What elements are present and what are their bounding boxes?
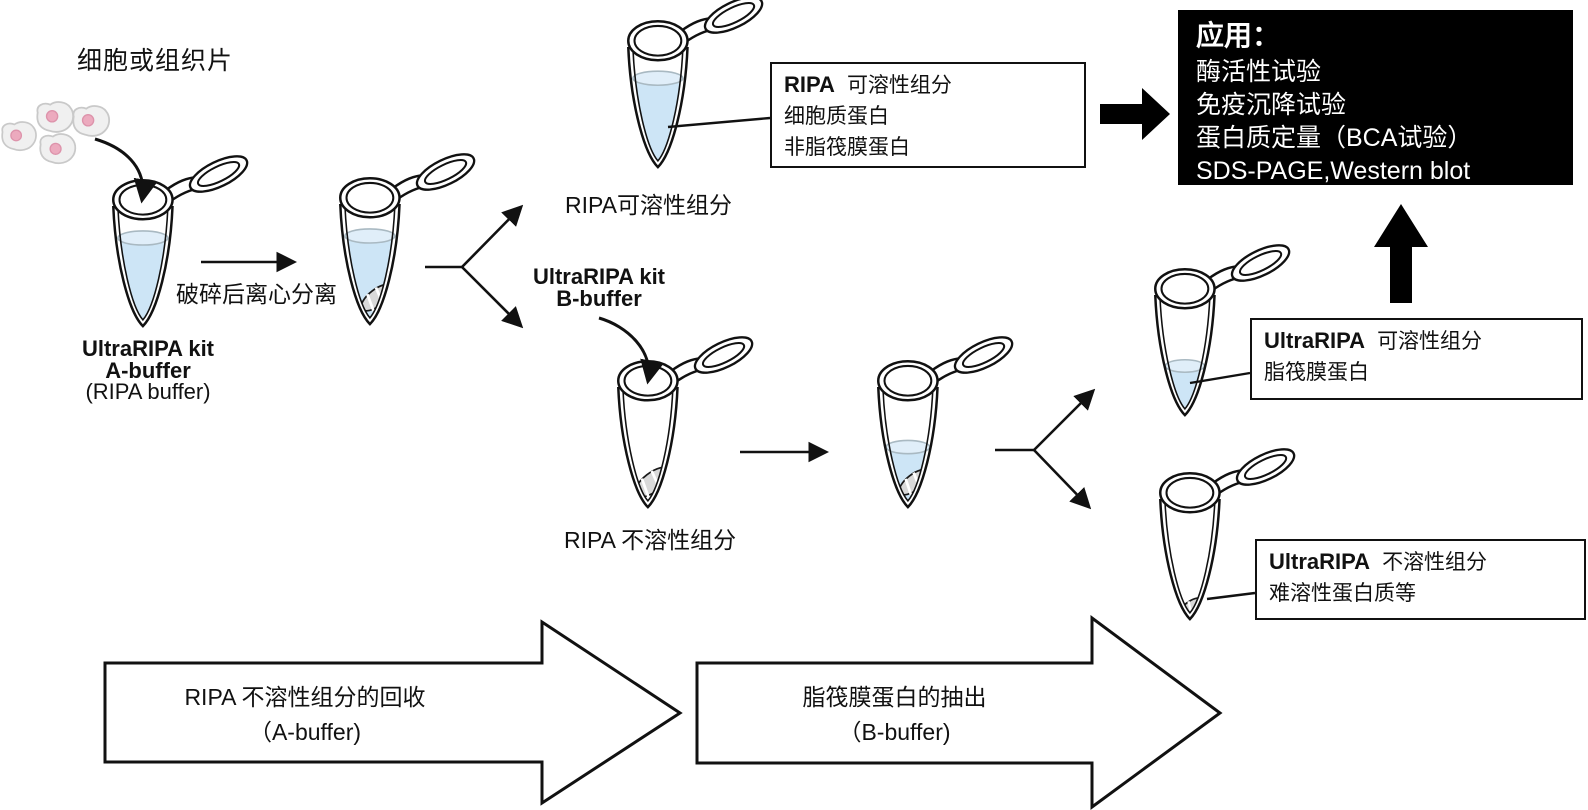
process-a-line1: RIPA 不溶性组分的回收	[184, 684, 426, 710]
callout-uinsol-type: 不溶性组分	[1382, 551, 1488, 574]
process-a-line2: （A-buffer)	[248, 719, 362, 745]
callout-ripa-soluble: RIPA 可溶性组分 细胞质蛋白 非脂筏膜蛋白	[770, 62, 1086, 168]
callout-ripa-type: 可溶性组分	[846, 74, 952, 97]
process-arrow-a-shape	[103, 619, 683, 806]
applications-title: 应用：	[1196, 20, 1281, 51]
callout-uinsol-title: UltraRIPA 不溶性组分	[1269, 546, 1584, 578]
process-b-line1: 脂筏膜蛋白的抽出	[802, 684, 987, 710]
arrow-up-to-applications	[1374, 204, 1428, 303]
applications-panel: 应用： 酶活性试验 免疫沉降试验 蛋白质定量（BCA试验） SDS-PAGE,W…	[1178, 10, 1573, 185]
callout-line-ripa	[667, 116, 771, 129]
kit-a-line1: UltraRIPA kit	[81, 336, 215, 361]
pour-cells-arrow	[94, 137, 158, 204]
callout-line-ultra-insoluble	[1206, 591, 1256, 601]
fork-arrow-1	[425, 204, 524, 329]
application-item: 免疫沉降试验	[1196, 91, 1347, 119]
kit-b-line1: UltraRIPA kit	[532, 264, 666, 289]
callout-ripa-title: RIPA 可溶性组分	[784, 69, 1084, 101]
diagram-title: 细胞或组织片	[77, 47, 234, 75]
tube-after-centrifugation-icon	[339, 145, 481, 326]
cells-icon	[1, 101, 111, 165]
ripa-insoluble-label: RIPA 不溶性组分	[564, 527, 737, 553]
kit-b-label: UltraRIPA kit B-buffer	[509, 266, 689, 310]
arrow-to-applications	[1100, 88, 1170, 140]
fork-arrow-2	[995, 388, 1096, 510]
callout-line-ultra-soluble	[1189, 371, 1251, 385]
application-item: SDS-PAGE,Western blot	[1196, 157, 1471, 185]
callout-uinsol-line1: 难溶性蛋白质等	[1269, 582, 1416, 605]
tube-ripa-soluble-icon	[627, 0, 769, 169]
process-arrow-b-caption: 脂筏膜蛋白的抽出 （B-buffer)	[697, 680, 1092, 750]
application-item: 酶活性试验	[1196, 58, 1322, 86]
tube-ripa-insoluble-icon	[617, 328, 759, 509]
callout-usol-title: UltraRIPA 可溶性组分	[1264, 325, 1581, 357]
kit-a-line2: A-buffer	[105, 357, 191, 383]
process-b-line2: （B-buffer)	[838, 719, 951, 745]
process-arrow-b-shape	[695, 615, 1223, 810]
kit-a-label: UltraRIPA kit A-buffer (RIPA buffer)	[55, 338, 241, 403]
ripa-soluble-label: RIPA可溶性组分	[565, 192, 732, 218]
centrifuge-step-label: 破碎后离心分离	[176, 281, 337, 307]
callout-usol-type: 可溶性组分	[1377, 330, 1483, 353]
callout-ripa-line1: 细胞质蛋白	[784, 105, 889, 128]
pour-b-buffer-arrow	[598, 316, 664, 385]
callout-ultra-insoluble: UltraRIPA 不溶性组分 难溶性蛋白质等	[1255, 539, 1586, 620]
callout-ripa-name: RIPA	[784, 72, 835, 97]
kit-a-line3: (RIPA buffer)	[85, 379, 211, 404]
process-arrow-a-caption: RIPA 不溶性组分的回收 （A-buffer)	[90, 680, 520, 750]
kit-b-line2: B-buffer	[556, 286, 642, 311]
callout-usol-name: UltraRIPA	[1264, 328, 1366, 353]
application-item: 蛋白质定量（BCA试验）	[1196, 124, 1473, 152]
tube-b-buffer-added-icon	[877, 328, 1019, 509]
callout-ultra-soluble: UltraRIPA 可溶性组分 脂筏膜蛋白	[1250, 318, 1583, 400]
callout-uinsol-name: UltraRIPA	[1269, 549, 1371, 574]
callout-ripa-line2: 非脂筏膜蛋白	[784, 136, 910, 159]
callout-usol-line1: 脂筏膜蛋白	[1264, 361, 1369, 384]
